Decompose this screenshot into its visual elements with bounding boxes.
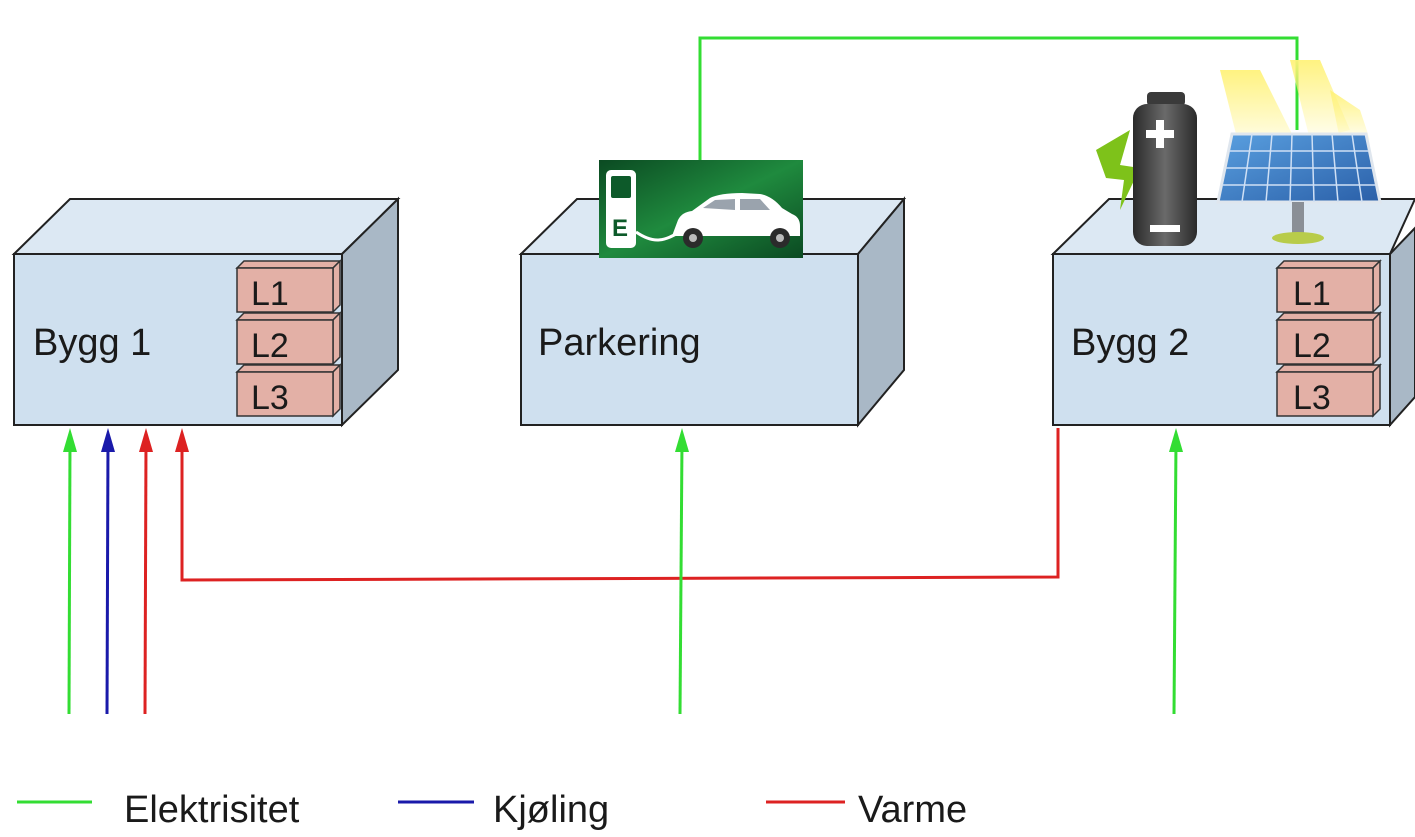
level-block-side: [332, 311, 341, 366]
legend-item-heating: Varme: [766, 789, 967, 831]
level-block: L1: [235, 259, 342, 314]
level-label: L3: [1293, 379, 1331, 417]
legend-item-electricity: Elektrisitet: [17, 789, 300, 831]
level-label: L1: [251, 275, 289, 313]
electricity-flow-line: [63, 428, 77, 715]
electricity-flow-line: [675, 428, 689, 715]
electricity-flow-line: [1169, 428, 1183, 715]
level-block: L2: [235, 311, 342, 366]
level-label: L1: [1293, 275, 1331, 313]
level-block-front: [236, 371, 334, 417]
level-block-top: [235, 312, 342, 321]
box-top-face: [11, 198, 401, 255]
heating-transfer-line: [175, 428, 1060, 582]
level-block-front: [236, 319, 334, 365]
cooling-flow-line: [101, 428, 115, 715]
box-top-face: [1050, 198, 1415, 255]
building-label: Bygg 1: [33, 322, 151, 364]
level-block: L3: [1275, 363, 1382, 418]
level-block-side: [1372, 259, 1381, 314]
level-block: L3: [235, 363, 342, 418]
level-block: L1: [1275, 259, 1382, 314]
level-stack: L1 L2 L3: [235, 259, 342, 418]
legend: Elektrisitet Kjøling Varme: [17, 789, 967, 831]
level-block-top: [235, 260, 342, 269]
level-label: L2: [1293, 327, 1331, 365]
sun-rays: [1330, 90, 1370, 140]
building-label: Bygg 2: [1071, 322, 1189, 364]
building-label: Parkering: [538, 322, 701, 364]
charger-letter: E: [612, 215, 628, 242]
battery-icon: [1096, 92, 1197, 246]
box-side-face: [1389, 226, 1415, 428]
legend-label: Elektrisitet: [124, 789, 300, 831]
ev-charging-station-icon: E: [599, 160, 803, 258]
legend-label: Kjøling: [493, 789, 609, 831]
legend-item-cooling: Kjøling: [398, 789, 609, 831]
solar-panel-icon: [1216, 60, 1382, 244]
lightning-icon: [1096, 130, 1140, 210]
level-block-front: [1276, 371, 1374, 417]
level-block-top: [1275, 364, 1382, 373]
solar-to-charger-line: [698, 36, 1299, 160]
building-bygg-1: Bygg 1 L1 L2 L3: [11, 196, 401, 428]
level-label: L3: [251, 379, 289, 417]
level-block-side: [1372, 311, 1381, 366]
heating-flow-line: [139, 428, 153, 715]
level-block-front: [1276, 319, 1374, 365]
legend-label: Varme: [858, 789, 967, 831]
building-bygg-2: Bygg 2 L1 L2 L3: [1050, 198, 1415, 428]
level-block-side: [332, 363, 341, 418]
level-block-side: [332, 259, 341, 314]
level-block-front: [236, 267, 334, 313]
level-block-top: [1275, 312, 1382, 321]
level-stack: L1 L2 L3: [1275, 259, 1382, 418]
level-block-side: [1372, 363, 1381, 418]
level-block-front: [1276, 267, 1374, 313]
level-block-top: [235, 364, 342, 373]
box-front-face: [520, 253, 859, 426]
level-block: L2: [1275, 311, 1382, 366]
level-label: L2: [251, 327, 289, 365]
car-icon: [672, 193, 800, 248]
sun-rays: [1290, 60, 1350, 140]
level-block-top: [1275, 260, 1382, 269]
sun-rays: [1220, 70, 1300, 150]
